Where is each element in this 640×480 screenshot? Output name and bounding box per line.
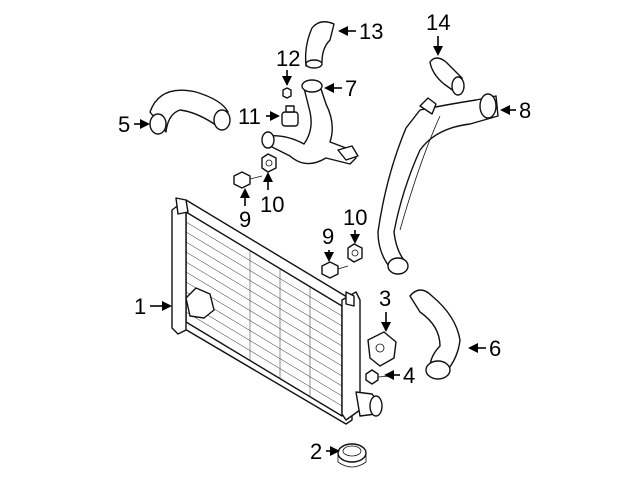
bolt-part-9-lower <box>321 261 349 279</box>
callout-6: 6 <box>489 336 501 361</box>
callout-2: 2 <box>310 439 322 464</box>
callout-13: 13 <box>359 19 383 44</box>
bolt-part-9-upper <box>233 171 263 189</box>
callout-8: 8 <box>519 98 531 123</box>
intercooler-part <box>171 197 383 425</box>
callout-labels: 1 2 3 4 5 6 7 8 9 9 10 10 11 12 13 14 <box>118 10 531 464</box>
callout-12: 12 <box>276 46 300 71</box>
bolt-part-4 <box>365 369 393 385</box>
outlet-hose-part <box>409 289 461 380</box>
callout-5: 5 <box>118 112 130 137</box>
callout-4: 4 <box>403 363 415 388</box>
seal-ring-part <box>337 443 367 468</box>
nut-part-10-upper <box>261 153 277 173</box>
inlet-hose-part <box>149 89 231 135</box>
hose-upper-part <box>304 21 335 69</box>
callout-9-lower: 9 <box>322 224 334 249</box>
screw-part <box>282 87 292 99</box>
callout-10-upper: 10 <box>260 192 284 217</box>
callout-3: 3 <box>379 286 391 311</box>
callout-9-upper: 9 <box>239 207 251 232</box>
sensor-part <box>281 105 299 127</box>
hose-small-part <box>429 57 465 96</box>
inlet-pipe-part <box>261 79 359 165</box>
callout-1: 1 <box>134 294 146 319</box>
callout-11: 11 <box>238 104 261 129</box>
leader-lines <box>134 26 516 456</box>
bracket-part <box>367 331 397 367</box>
nut-part-10-lower <box>347 243 363 263</box>
callout-14: 14 <box>426 10 450 35</box>
outlet-pipe-part <box>377 93 499 275</box>
callout-7: 7 <box>345 76 357 101</box>
callout-10-lower: 10 <box>343 205 367 230</box>
